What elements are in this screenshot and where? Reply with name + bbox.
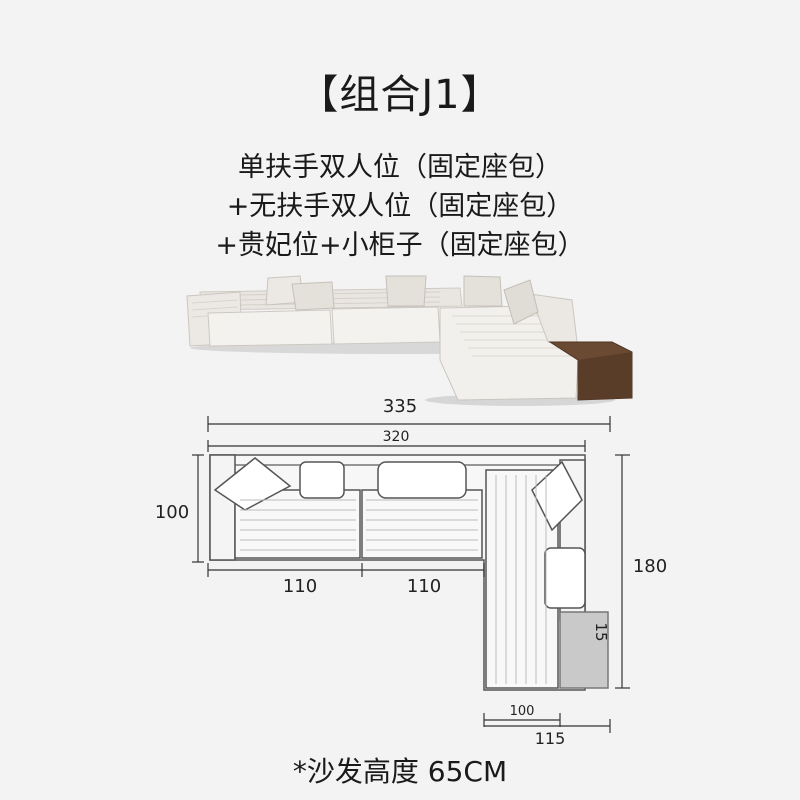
description-line-2: +无扶手双人位（固定座包）	[226, 191, 574, 222]
plan-hatching	[240, 475, 547, 684]
dim-depth-left: 100	[155, 502, 189, 523]
combo-description: 单扶手双人位（固定座包） +无扶手双人位（固定座包） +贵妃位+小柜子（固定座包…	[0, 148, 800, 265]
dim-overall-width: 335	[383, 396, 417, 417]
dim-seat-1: 110	[283, 576, 317, 597]
combo-title: 【组合J1】	[298, 72, 502, 118]
sofa-plan	[209, 454, 609, 691]
description-line-3: +贵妃位+小柜子（固定座包）	[215, 230, 585, 261]
description-line-1: 单扶手双人位（固定座包）	[238, 152, 562, 183]
dim-chaise-width: 100	[510, 704, 535, 719]
dim-sofa-width: 320	[383, 429, 410, 445]
sofa-height-note: *沙发高度 65CM	[292, 755, 508, 788]
dim-chaise-length: 180	[633, 556, 667, 577]
dim-seat-2: 110	[407, 576, 441, 597]
dim-cabinet-width: 15	[592, 622, 610, 641]
dim-chaise-with-cabinet: 115	[535, 729, 566, 748]
dimension-lines	[192, 416, 630, 733]
sofa-render	[186, 275, 633, 406]
